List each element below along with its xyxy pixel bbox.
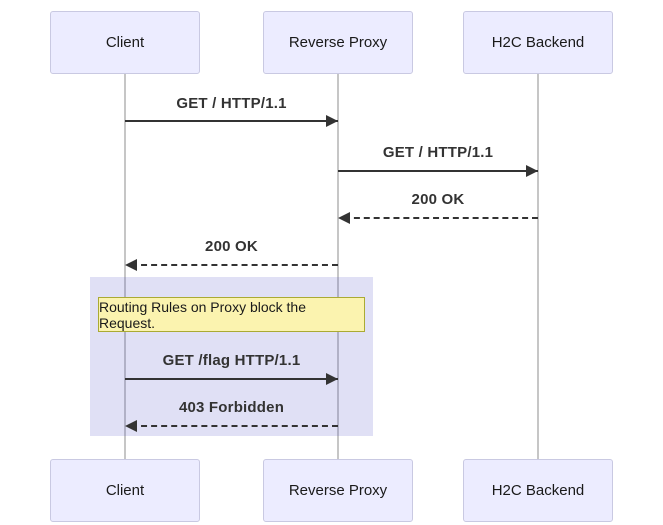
- message-line-2: [338, 170, 538, 172]
- actor-label: Reverse Proxy: [288, 482, 388, 499]
- message-line-5: [125, 378, 338, 380]
- arrowhead-right-icon: [326, 115, 338, 127]
- message-label-2: GET / HTTP/1.1: [382, 144, 494, 161]
- message-label-1: GET / HTTP/1.1: [176, 95, 287, 112]
- lifeline-reverse-proxy: [337, 74, 339, 459]
- actor-label: H2C Backend: [491, 34, 585, 51]
- arrowhead-right-icon: [526, 165, 538, 177]
- actor-box-reverse-proxy-top: Reverse Proxy: [263, 11, 413, 74]
- message-label-5: GET /flag HTTP/1.1: [162, 352, 301, 369]
- message-line-4: [131, 264, 338, 266]
- arrowhead-right-icon: [326, 373, 338, 385]
- arrowhead-left-icon: [125, 420, 137, 432]
- message-label-6: 403 Forbidden: [178, 399, 285, 416]
- actor-label: Client: [105, 482, 145, 499]
- note-text: Routing Rules on Proxy block the Request…: [99, 298, 306, 331]
- message-label-4: 200 OK: [205, 238, 258, 255]
- actor-label: H2C Backend: [491, 482, 585, 499]
- lifeline-h2c-backend: [537, 74, 539, 459]
- message-label-3: 200 OK: [411, 191, 465, 208]
- actor-label: Client: [105, 34, 145, 51]
- actor-box-client-bottom: Client: [50, 459, 200, 522]
- note-routing-rules: Routing Rules on Proxy block the Request…: [98, 297, 365, 332]
- actor-box-h2c-backend-top: H2C Backend: [463, 11, 613, 74]
- lifeline-client: [124, 74, 126, 459]
- actor-box-reverse-proxy-bottom: Reverse Proxy: [263, 459, 413, 522]
- message-line-3: [344, 217, 538, 219]
- actor-box-h2c-backend-bottom: H2C Backend: [463, 459, 613, 522]
- arrowhead-left-icon: [125, 259, 137, 271]
- arrowhead-left-icon: [338, 212, 350, 224]
- actor-label: Reverse Proxy: [288, 34, 388, 51]
- message-line-1: [125, 120, 338, 122]
- message-line-6: [131, 425, 338, 427]
- actor-box-client-top: Client: [50, 11, 200, 74]
